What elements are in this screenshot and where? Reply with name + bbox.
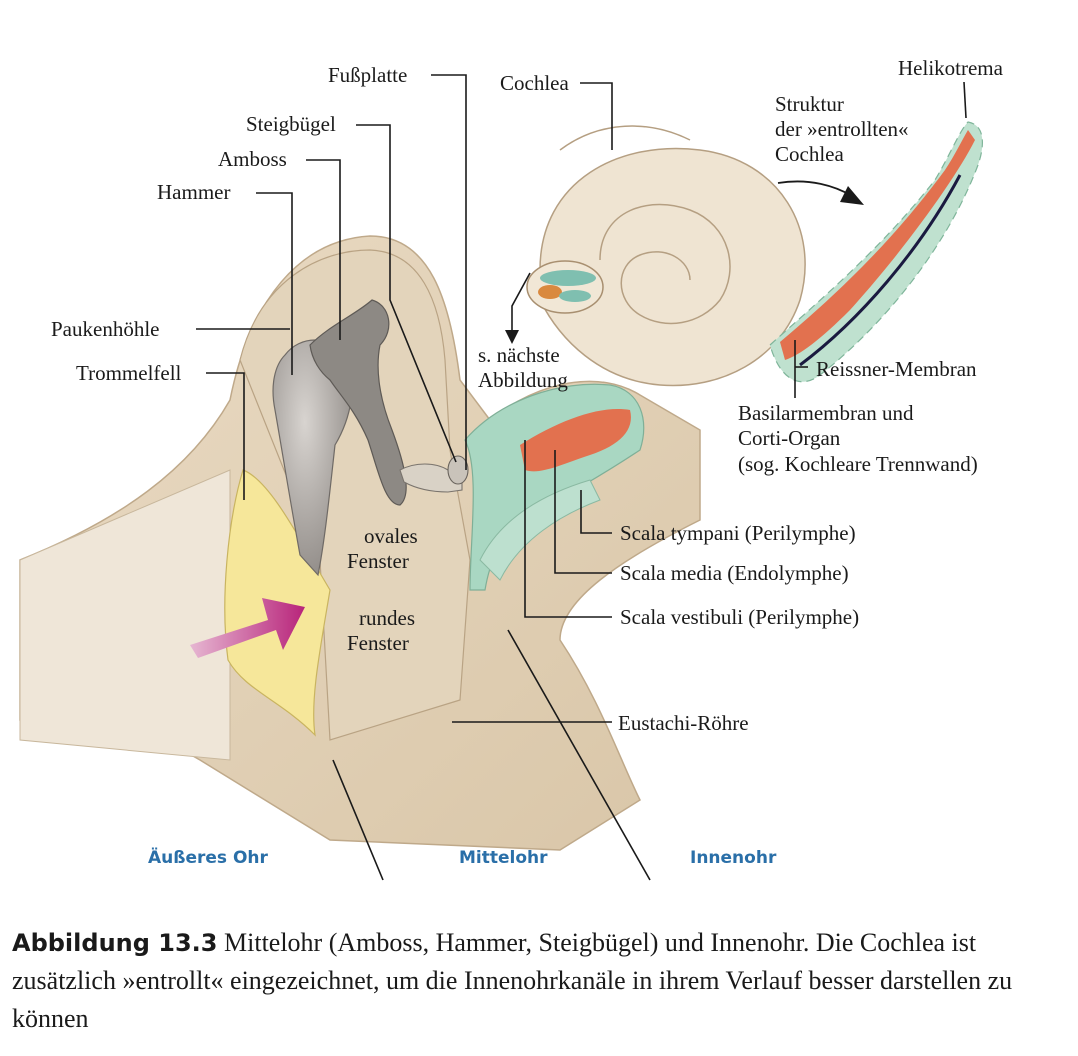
divider-middle-inner xyxy=(507,629,651,881)
label-basilar-line2: Corti-Organ xyxy=(738,426,841,450)
curved-arrow-head xyxy=(840,186,864,205)
region-inner-ear: Innenohr xyxy=(690,848,777,868)
inset-down-lead xyxy=(511,272,531,330)
cochlea-shape xyxy=(539,125,806,387)
label-basilar-line3: (sog. Kochleare Trennwand) xyxy=(738,452,978,476)
label-struktur-line3: Cochlea xyxy=(775,142,844,166)
label-basilar-line1: Basilarmembran und xyxy=(738,401,914,425)
label-rundes-line2: Fenster xyxy=(347,631,409,655)
cross-section-inset xyxy=(526,260,604,314)
label-struktur-line2: der »entrollten« xyxy=(775,117,909,141)
figure-caption: Abbildung 13.3 Mittelohr (Amboss, Hammer… xyxy=(12,924,1062,1038)
label-scala-vestibuli: Scala vestibuli (Perilymphe) xyxy=(620,605,859,629)
label-rundes-line1: rundes xyxy=(359,606,415,630)
label-ovales-line2: Fenster xyxy=(347,549,409,573)
label-cochlea: Cochlea xyxy=(500,71,569,95)
caption-text: Mittelohr (Amboss, Hammer, Steigbügel) u… xyxy=(12,928,1013,1033)
divider-outer-middle xyxy=(332,759,384,881)
label-trommelfell: Trommelfell xyxy=(76,361,182,385)
label-fussplatte: Fußplatte xyxy=(328,63,407,87)
region-outer-ear: Äußeres Ohr xyxy=(148,846,269,868)
leader-lines xyxy=(196,74,967,723)
inset-down-arrowhead xyxy=(505,330,519,344)
curved-arrow xyxy=(777,180,853,197)
ear-anatomy-figure: Fußplatte Cochlea Helikotrema Steigbügel… xyxy=(19,56,1004,881)
ossicles xyxy=(272,299,469,577)
caption-number: Abbildung 13.3 xyxy=(12,929,218,957)
label-naechste-line2: Abbildung xyxy=(478,368,568,392)
label-paukenhoehle: Paukenhöhle xyxy=(51,317,159,341)
label-scala-media: Scala media (Endolymphe) xyxy=(620,561,849,585)
region-middle-ear: Mittelohr xyxy=(459,848,548,868)
label-naechste-line1: s. nächste xyxy=(478,343,560,367)
label-reissner: Reissner-Membran xyxy=(816,357,977,381)
label-eustachi: Eustachi-Röhre xyxy=(618,711,749,735)
label-ovales-line1: ovales xyxy=(364,524,418,548)
uncoiled-cochlea xyxy=(769,121,983,383)
sound-arrow xyxy=(190,598,305,658)
label-struktur-line1: Struktur xyxy=(775,92,844,116)
label-hammer: Hammer xyxy=(157,180,230,204)
label-scala-tympani: Scala tympani (Perilymphe) xyxy=(620,521,856,545)
label-steigbuegel: Steigbügel xyxy=(246,112,336,136)
label-amboss: Amboss xyxy=(218,147,287,171)
label-helikotrema: Helikotrema xyxy=(898,56,1004,80)
